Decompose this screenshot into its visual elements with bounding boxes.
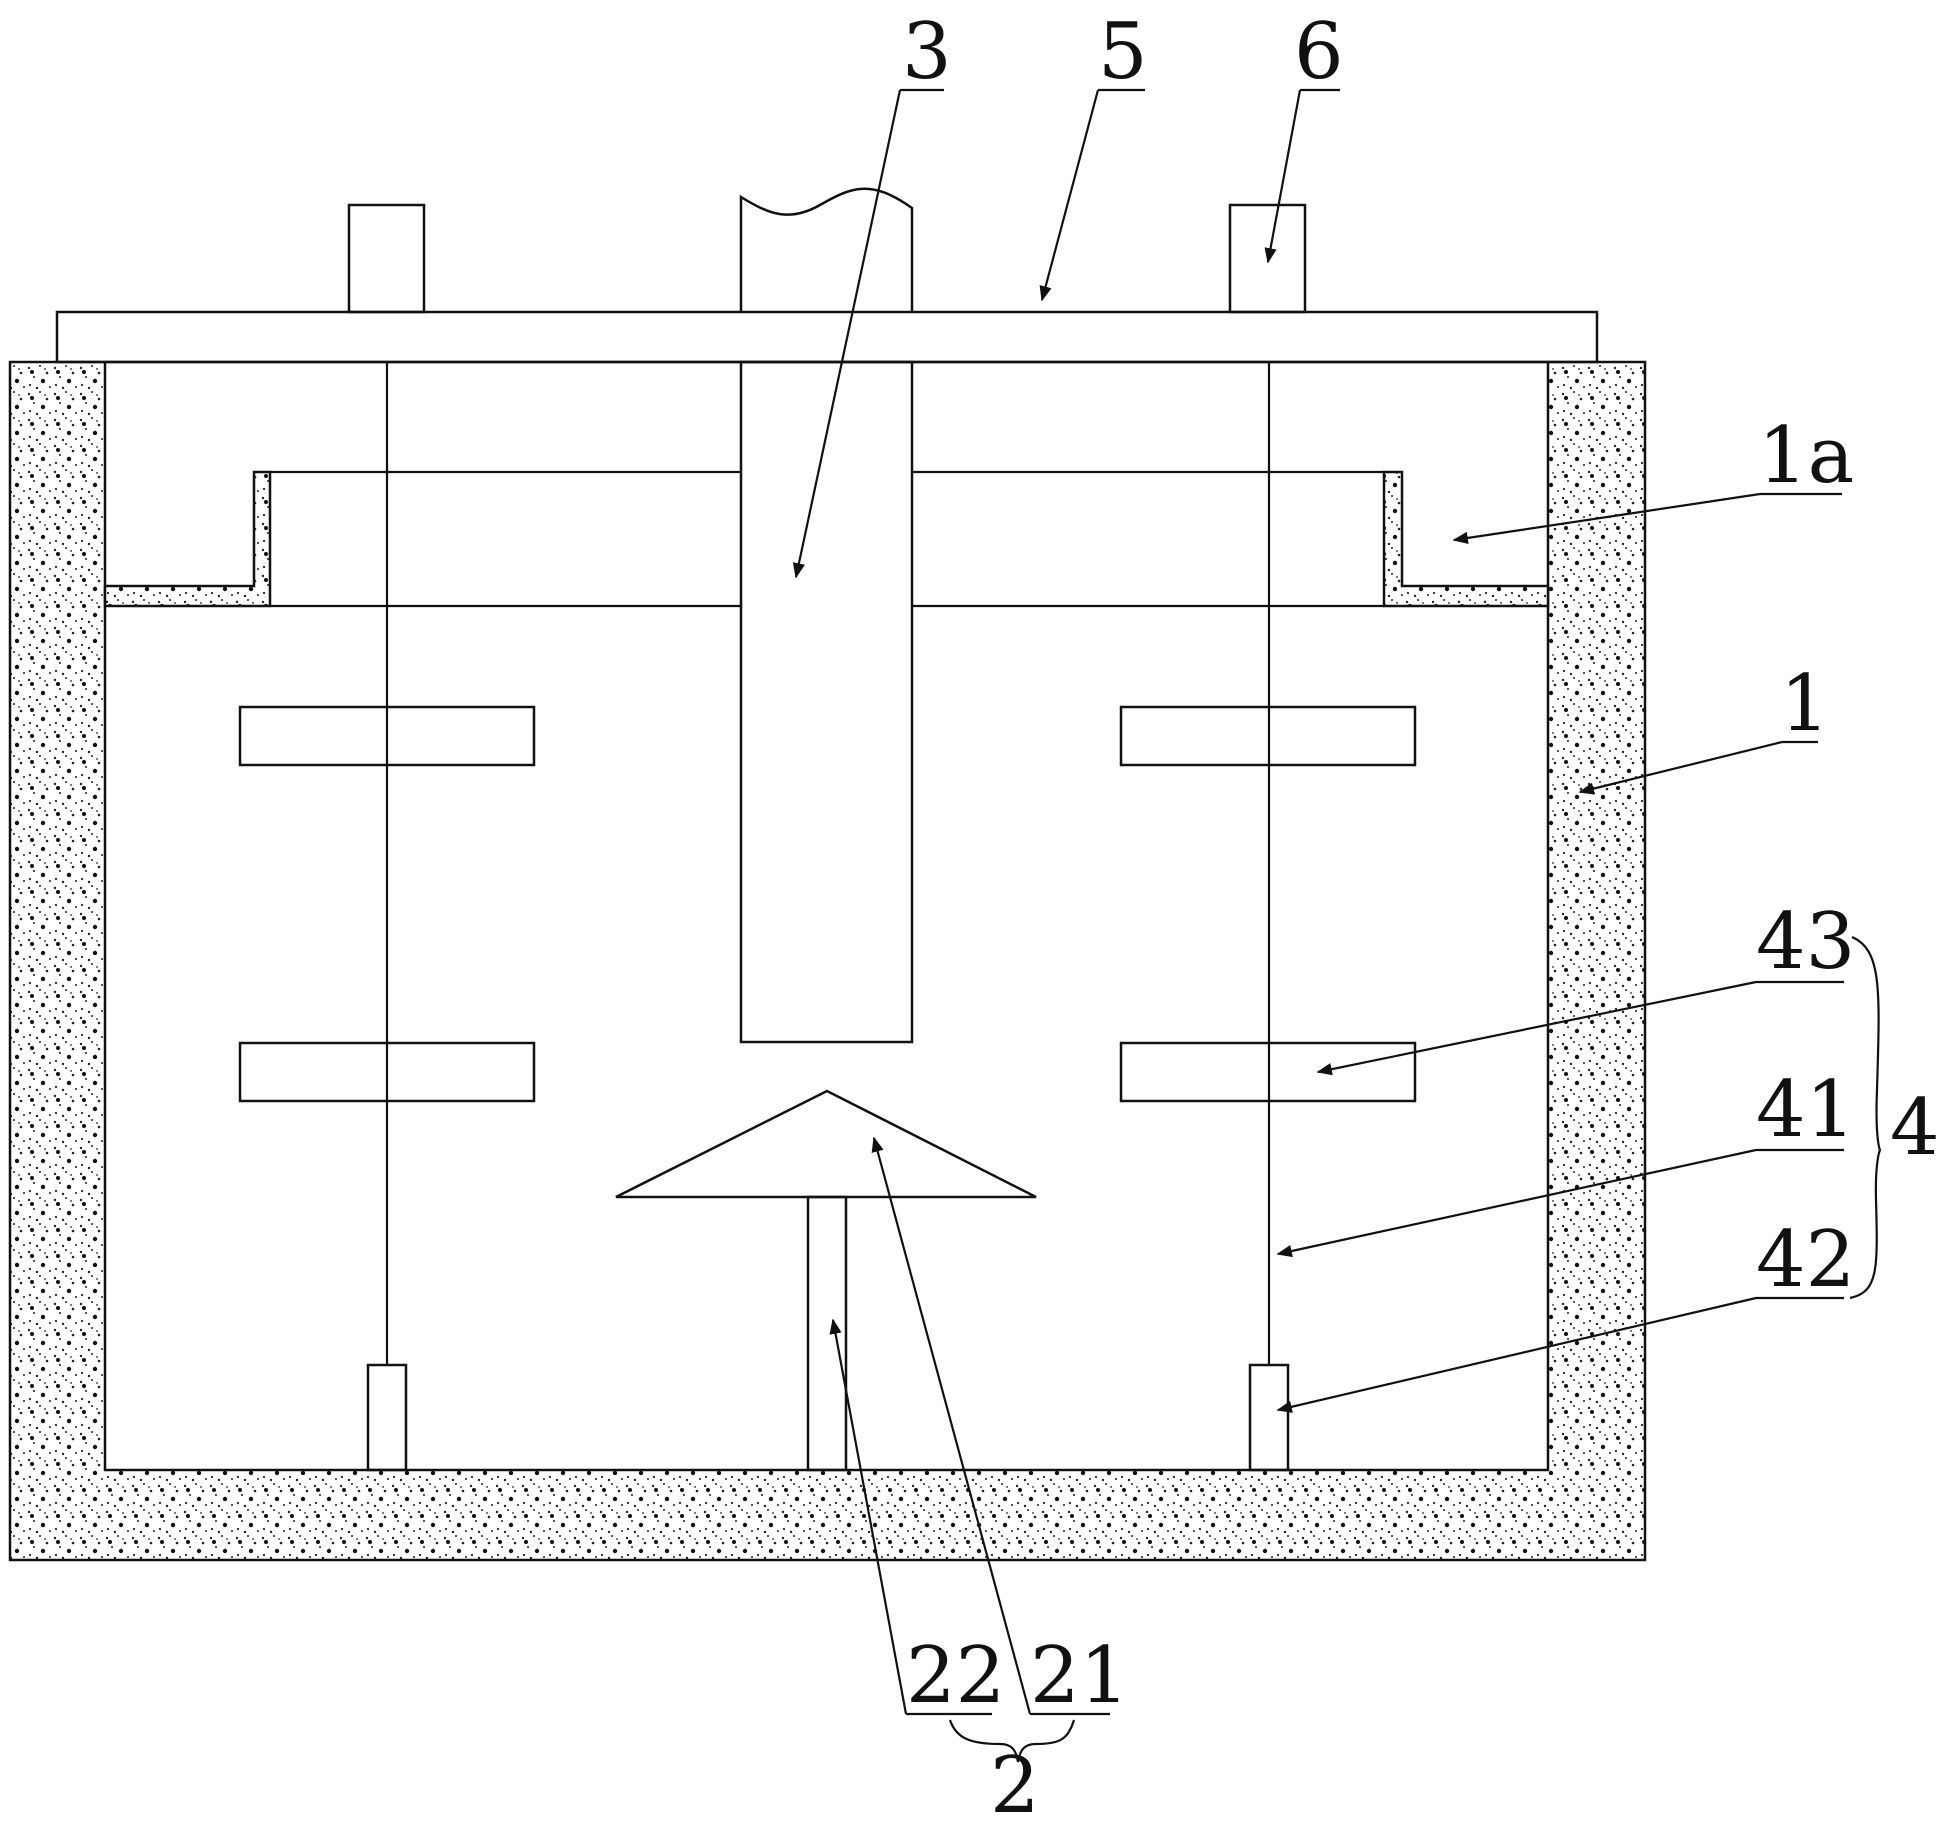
label-21: 21: [1030, 1631, 1129, 1721]
label-3: 3: [902, 7, 952, 97]
right-paddle-lower-43: [1119, 1041, 1417, 1103]
leader-1a: [1452, 492, 1761, 545]
leader-5: [1039, 89, 1100, 302]
leader-43: [1316, 980, 1757, 1076]
top-plate: [55, 310, 1599, 364]
left-paddle-upper: [238, 705, 536, 767]
label-2: 2: [990, 1741, 1040, 1822]
ledge-1a-left: [103, 470, 272, 608]
leader-3: [792, 89, 902, 579]
left-paddle-lower: [238, 1041, 536, 1103]
leader-42: [1276, 1296, 1757, 1413]
label-1: 1: [1780, 659, 1830, 749]
right-paddle-upper: [1119, 705, 1417, 767]
label-1a: 1a: [1758, 411, 1854, 501]
central-shaft-top: [739, 187, 914, 312]
label-43: 43: [1756, 897, 1855, 987]
leader-6: [1264, 89, 1302, 264]
brace-4: [1849, 935, 1882, 1300]
cone-deflector-21: [615, 1089, 1037, 1199]
left-base-block: [366, 1363, 408, 1472]
label-22: 22: [906, 1631, 1005, 1721]
label-42: 42: [1756, 1215, 1855, 1305]
right-base-block-42: [1248, 1363, 1290, 1472]
label-4: 4: [1890, 1083, 1938, 1173]
leader-22: [829, 1318, 908, 1715]
left-top-post: [347, 203, 426, 314]
label-6: 6: [1294, 7, 1344, 97]
label-41: 41: [1756, 1065, 1855, 1155]
leader-21: [871, 1136, 1032, 1715]
leader-1: [1578, 740, 1783, 795]
right-top-post-6: [1228, 203, 1307, 314]
label-5: 5: [1098, 7, 1148, 97]
leader-41: [1276, 1148, 1757, 1258]
deflector-stem-22: [806, 1195, 848, 1472]
brace-2: [948, 1719, 1076, 1763]
central-shaft-3: [739, 360, 914, 1044]
